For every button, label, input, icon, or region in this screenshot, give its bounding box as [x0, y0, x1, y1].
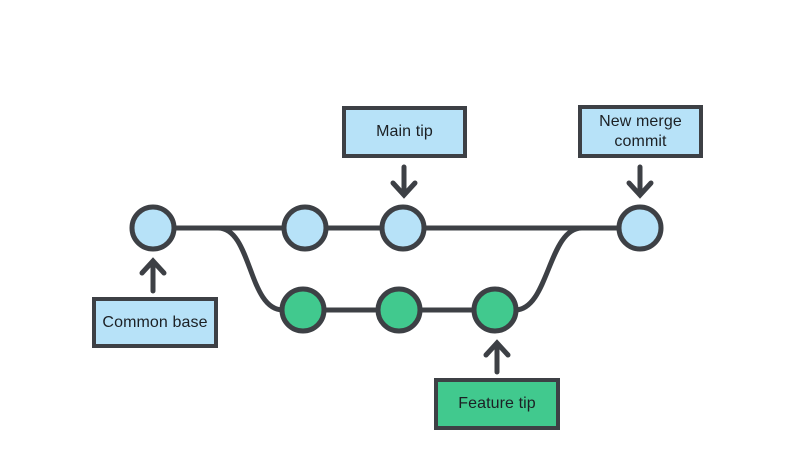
label-new-merge-commit: New merge commit	[578, 105, 703, 158]
main-commit-2	[281, 204, 329, 252]
feature-commit-1	[279, 286, 327, 334]
branch-out-curve	[217, 225, 284, 313]
feature-commit-2	[375, 286, 423, 334]
main-commit-1-common-base	[129, 204, 177, 252]
main-commit-3-main-tip	[379, 204, 427, 252]
arrow-up-feature-tip	[483, 339, 511, 375]
label-feature-tip: Feature tip	[434, 378, 560, 430]
arrow-down-new-merge-commit	[626, 164, 654, 199]
merge-in-curve	[514, 225, 583, 313]
main-commit-4-merge-commit	[616, 204, 664, 252]
arrow-up-common-base	[139, 257, 167, 294]
label-main-tip: Main tip	[342, 106, 467, 158]
arrow-down-main-tip	[390, 164, 418, 199]
feature-commit-3-feature-tip	[471, 286, 519, 334]
label-common-base: Common base	[92, 297, 218, 348]
